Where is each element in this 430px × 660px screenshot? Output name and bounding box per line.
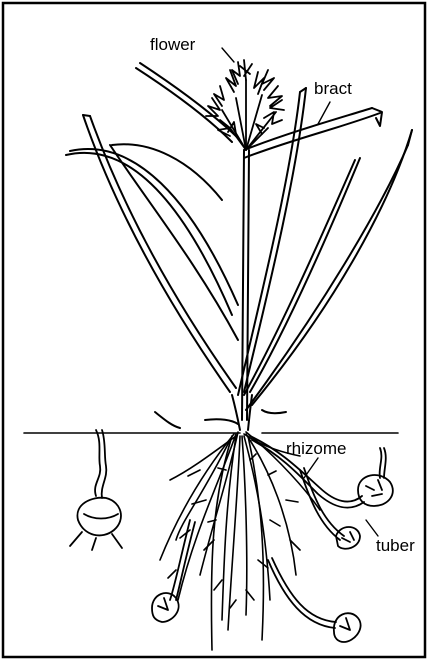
label-bract: bract bbox=[314, 79, 352, 98]
label-rhizome: rhizome bbox=[286, 439, 346, 458]
label-flower: flower bbox=[150, 35, 196, 54]
label-tuber: tuber bbox=[376, 536, 415, 555]
